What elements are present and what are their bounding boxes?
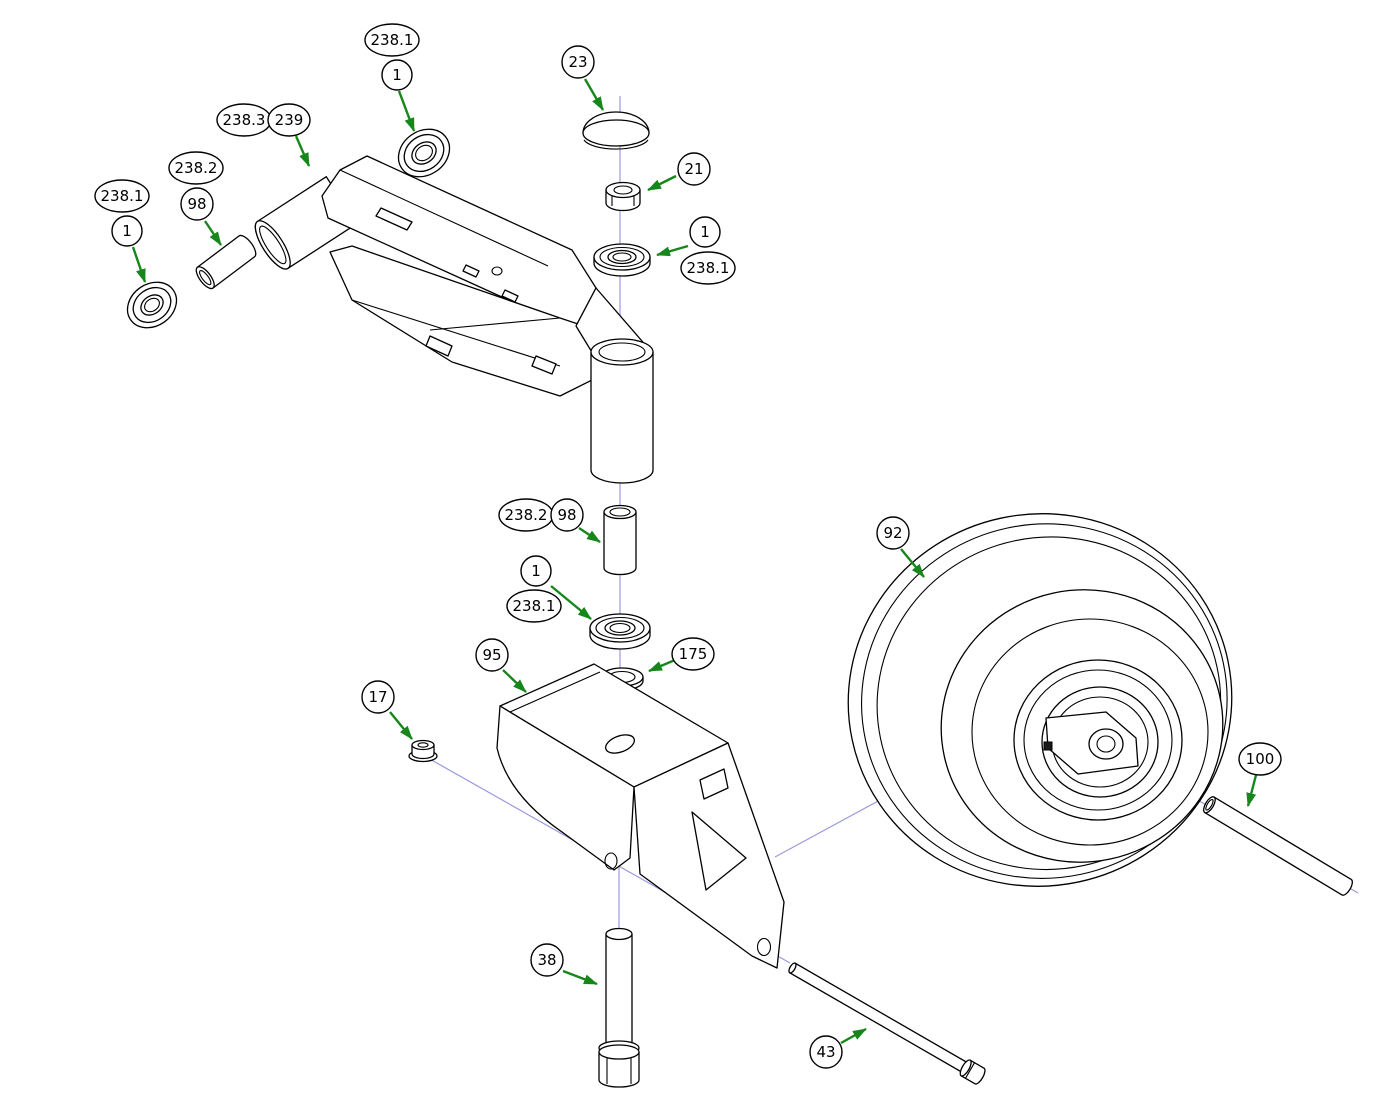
callout-bubble xyxy=(876,516,910,550)
callout-bubble xyxy=(94,179,150,213)
callout-43: 43 xyxy=(809,1035,843,1069)
callout-label: 23 xyxy=(568,53,587,71)
callout-238-3: 238.3 xyxy=(216,103,272,137)
callout-label: 238.1 xyxy=(513,597,556,615)
bearing-left xyxy=(126,281,178,329)
callout-label: 43 xyxy=(816,1043,835,1061)
callout-bubble xyxy=(1238,742,1282,776)
bearing-lower-stem xyxy=(589,613,651,650)
callout-238-1-right: 238.1 xyxy=(680,251,736,285)
callout-label: 100 xyxy=(1246,750,1275,768)
callout-bubble xyxy=(180,187,214,221)
locknut xyxy=(605,181,641,212)
callout-bubble xyxy=(809,1035,843,1069)
callout-bubble xyxy=(111,215,143,247)
callout-238-1-mid: 238.1 xyxy=(506,589,562,623)
callout-98-mid: 98 xyxy=(550,498,584,532)
callout-bubble xyxy=(677,152,711,186)
spacer-left xyxy=(195,234,257,290)
callout-label: 1 xyxy=(531,562,541,580)
callout-label: 238.3 xyxy=(223,111,266,129)
callout-label: 238.1 xyxy=(687,259,730,277)
callout-95: 95 xyxy=(475,638,509,672)
callout-bubble xyxy=(267,103,311,137)
callout-label: 98 xyxy=(557,506,576,524)
cap xyxy=(582,111,650,150)
callout-label: 238.1 xyxy=(371,31,414,49)
callout-bubble xyxy=(680,251,736,285)
caster-fork xyxy=(496,663,785,969)
bearing-top xyxy=(397,128,451,178)
callout-arrows xyxy=(131,78,1258,1045)
callout-238-2-left: 238.2 xyxy=(168,151,224,185)
callout-bubble xyxy=(689,216,721,248)
callout-bubble xyxy=(506,589,562,623)
callout-label: 1 xyxy=(392,66,402,84)
callout-239: 239 xyxy=(267,103,311,137)
callout-238-2-mid: 238.2 xyxy=(498,498,554,532)
callout-100: 100 xyxy=(1238,742,1282,776)
callout-label: 1 xyxy=(122,222,132,240)
callout-bubble xyxy=(530,943,564,977)
callout-label: 238.2 xyxy=(175,159,218,177)
callout-1-mid: 1 xyxy=(520,555,552,587)
callout-92: 92 xyxy=(876,516,910,550)
flange-nut xyxy=(408,739,438,763)
callout-label: 92 xyxy=(883,524,902,542)
callout-1-right: 1 xyxy=(689,216,721,248)
callout-1-left: 1 xyxy=(111,215,143,247)
bearing-upper-stem xyxy=(593,243,651,277)
caster-arm xyxy=(254,155,654,484)
callout-label: 239 xyxy=(275,111,304,129)
callout-98-left: 98 xyxy=(180,187,214,221)
wheel xyxy=(847,513,1233,887)
callout-label: 17 xyxy=(368,688,387,706)
callout-label: 98 xyxy=(187,195,206,213)
callout-bubble xyxy=(550,498,584,532)
callout-label: 21 xyxy=(684,160,703,178)
callout-bubble xyxy=(671,637,715,671)
callout-label: 238.1 xyxy=(101,187,144,205)
callout-bubble xyxy=(381,59,413,91)
callout-label: 175 xyxy=(679,645,708,663)
callout-1-top: 1 xyxy=(381,59,413,91)
callout-bubble xyxy=(561,45,595,79)
callout-21: 21 xyxy=(677,152,711,186)
callout-label: 1 xyxy=(700,223,710,241)
callout-bubble xyxy=(475,638,509,672)
callout-238-1-top: 238.1 xyxy=(364,23,420,57)
callout-label: 38 xyxy=(537,951,556,969)
bolt xyxy=(598,927,640,1088)
callout-bubble xyxy=(168,151,224,185)
callout-23: 23 xyxy=(561,45,595,79)
spacer-mid xyxy=(603,504,637,576)
callout-175: 175 xyxy=(671,637,715,671)
axle-spacer xyxy=(1203,796,1353,896)
callout-bubble xyxy=(520,555,552,587)
callout-17: 17 xyxy=(361,680,395,714)
axle-bolt xyxy=(788,962,986,1085)
callout-label: 238.2 xyxy=(505,506,548,524)
callout-bubble xyxy=(361,680,395,714)
callout-38: 38 xyxy=(530,943,564,977)
callout-bubble xyxy=(364,23,420,57)
callout-238-1-left: 238.1 xyxy=(94,179,150,213)
callout-label: 95 xyxy=(482,646,501,664)
